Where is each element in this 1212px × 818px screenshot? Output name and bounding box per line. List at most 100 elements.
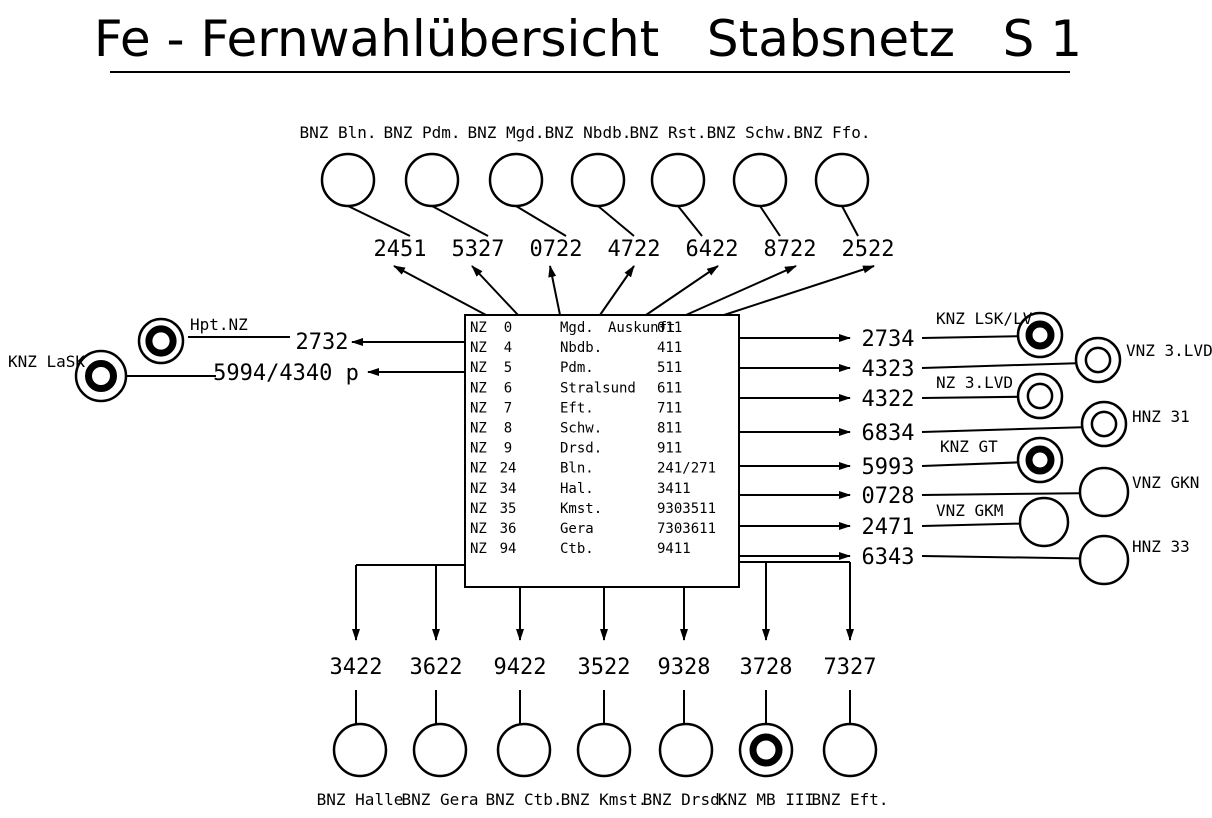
bottom-node-label: BNZ Gera: [401, 790, 478, 809]
top-node-code: 5327: [452, 237, 505, 262]
right-node-connector: [921, 395, 1019, 399]
right-node-connector: [921, 492, 1081, 496]
left-node-code: 2732: [296, 330, 349, 355]
right-node-connector: [921, 461, 1019, 467]
bottom-node-label: BNZ Drsd.: [643, 790, 730, 809]
top-node-label: BNZ Nbdb.: [545, 123, 632, 142]
table-row-number: 34: [500, 481, 517, 497]
table-row-nz: NZ: [470, 481, 487, 497]
top-node-circle: [570, 152, 626, 208]
bottom-node-circle: [658, 722, 714, 778]
bottom-node-label: BNZ Eft.: [811, 790, 888, 809]
table-row-number: 5: [504, 360, 512, 376]
table-row-code: 9303511: [657, 501, 716, 517]
top-node: BNZ Schw. 8722: [685, 123, 817, 316]
table-row-name: Bln.: [560, 461, 594, 477]
top-node-arrow: [471, 265, 519, 316]
bottom-node-label: BNZ Halle: [317, 790, 404, 809]
left-node-circle-ring: [85, 360, 117, 392]
table-row-name: Hal.: [560, 481, 594, 497]
right-node-label: KNZ GT: [940, 437, 998, 456]
left-node-circle-ring: [145, 325, 177, 357]
right-node-code: 5993: [862, 455, 915, 480]
diagram-title: Fe - Fernwahlübersicht Stabsnetz S 1: [94, 10, 1082, 68]
top-node-connector: [759, 205, 781, 237]
top-node: BNZ Pdm. 5327: [383, 123, 519, 316]
top-node-label: BNZ Schw.: [707, 123, 794, 142]
top-node-arrow: [723, 265, 875, 316]
top-node-code: 2451: [374, 237, 427, 262]
table-row-name: Ctb.: [560, 541, 594, 557]
table-row-name: Nbdb.: [560, 340, 602, 356]
table-row-nz: NZ: [470, 380, 487, 396]
table-row: NZ 34 Hal. 3411: [470, 481, 691, 497]
top-node-arrow: [393, 265, 487, 316]
table-row-code: 011: [657, 320, 682, 336]
table-row-nz: NZ: [470, 501, 487, 517]
right-node-label: HNZ 33: [1132, 537, 1190, 556]
table-row-nz: NZ: [470, 360, 487, 376]
right-node-label: VNZ 3.LVD: [1126, 341, 1212, 360]
right-node: 6343 HNZ 33: [739, 534, 1190, 586]
table-row-name: Gera: [560, 521, 594, 537]
right-node-code: 2734: [862, 327, 915, 352]
bottom-node-code: 3622: [410, 655, 463, 680]
right-node-circle-inner: [1026, 382, 1054, 410]
left-node-label: Hpt.NZ: [190, 315, 248, 334]
table-row-code: 3411: [657, 481, 691, 497]
left-node-label: KNZ LaSK: [8, 352, 85, 371]
top-node-connector: [597, 205, 635, 237]
table-row-code: 411: [657, 340, 682, 356]
table-row-extra: Auskunft: [608, 320, 675, 336]
top-node-circle: [814, 152, 870, 208]
bottom-node-circle: [496, 722, 552, 778]
top-node-label: BNZ Ffo.: [793, 123, 870, 142]
top-node-connector: [841, 205, 859, 237]
bottom-node-label: BNZ Kmst.: [561, 790, 648, 809]
table-row-number: 24: [500, 461, 517, 477]
top-node-label: BNZ Bln.: [299, 123, 376, 142]
right-node-circle-inner: [1084, 346, 1112, 374]
right-node-code: 2471: [862, 515, 915, 540]
bottom-node-circle-ring: [749, 733, 783, 767]
right-node-circle-ring: [1025, 445, 1055, 475]
right-node-circle: [1018, 496, 1070, 548]
bottom-node-circle: [332, 722, 388, 778]
top-node-label: BNZ Pdm.: [383, 123, 460, 142]
right-node-code: 6343: [862, 545, 915, 570]
right-node-connector: [921, 335, 1019, 339]
right-node-connector: [921, 362, 1077, 369]
top-node-circle: [404, 152, 460, 208]
top-node-code: 8722: [764, 237, 817, 262]
table-row-name: Pdm.: [560, 360, 594, 376]
top-node: BNZ Ffo.2522: [723, 123, 894, 316]
right-node-connector: [921, 555, 1081, 560]
bottom-node-label: BNZ Ctb.: [485, 790, 562, 809]
right-node-connector: [921, 426, 1083, 433]
bottom-node-code: 3422: [330, 655, 383, 680]
table-row-name: Mgd.: [560, 320, 594, 336]
top-node-circle: [732, 152, 788, 208]
table-row-code: 711: [657, 400, 682, 416]
table-row-nz: NZ: [470, 400, 487, 416]
top-node-circle: [320, 152, 376, 208]
